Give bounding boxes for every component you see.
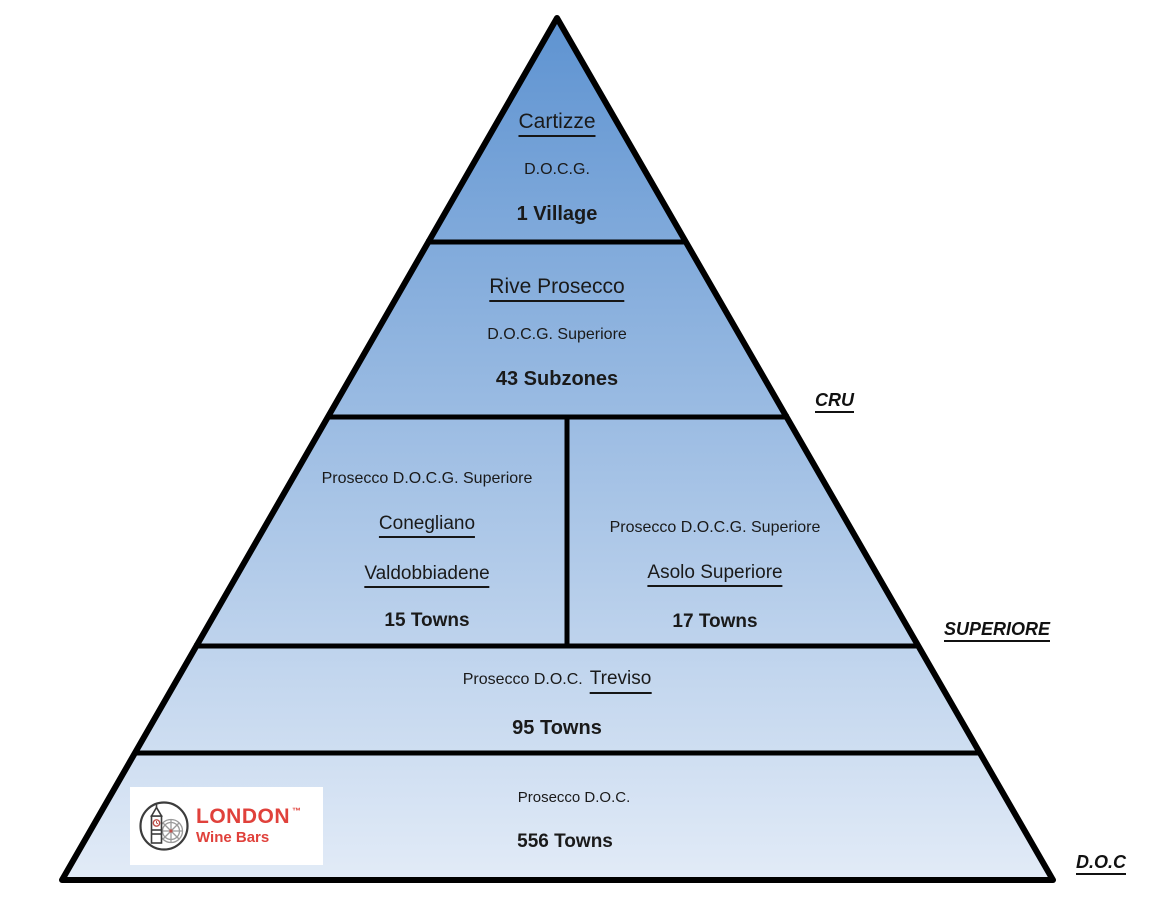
london-landmarks-icon bbox=[139, 801, 189, 851]
asolo-designation: Prosecco D.O.C.G. Superiore bbox=[609, 519, 821, 536]
logo-brand: LONDON bbox=[196, 805, 290, 829]
treviso-designation-row: Prosecco D.O.C. Treviso bbox=[463, 668, 652, 694]
rive-prosecco-designation: D.O.C.G. Superiore bbox=[487, 326, 627, 343]
asolo-name: Asolo Superiore bbox=[647, 562, 783, 587]
rive-prosecco-count: 43 Subzones bbox=[495, 368, 619, 390]
cartizze-name: Cartizze bbox=[518, 110, 596, 137]
treviso-count: 95 Towns bbox=[512, 717, 602, 739]
conegliano-designation: Prosecco D.O.C.G. Superiore bbox=[321, 470, 533, 487]
cartizze-designation: D.O.C.G. bbox=[524, 161, 590, 178]
asolo-count: 17 Towns bbox=[672, 611, 758, 632]
pyramid-outline bbox=[59, 15, 1056, 883]
rive-prosecco-name: Rive Prosecco bbox=[489, 275, 625, 302]
logo-subtitle: Wine Bars bbox=[196, 829, 270, 847]
valdobbiadene-name: Valdobbiadene bbox=[364, 563, 490, 588]
conegliano-count: 15 Towns bbox=[384, 610, 470, 631]
treviso-designation-prefix: Prosecco D.O.C. bbox=[462, 671, 583, 688]
side-label-cru: CRU bbox=[815, 390, 854, 413]
doc-designation: Prosecco D.O.C. bbox=[517, 789, 631, 806]
logo-london-wine-bars: LONDON ™ Wine Bars bbox=[130, 787, 323, 865]
logo-text: LONDON ™ Wine Bars bbox=[196, 806, 301, 846]
cartizze-count: 1 Village bbox=[516, 203, 598, 225]
side-label-superiore: SUPERIORE bbox=[944, 619, 1051, 642]
doc-count: 556 Towns bbox=[517, 831, 613, 852]
treviso-name: Treviso bbox=[589, 668, 652, 694]
logo-brand-row: LONDON ™ bbox=[196, 806, 301, 828]
trademark-symbol: ™ bbox=[292, 806, 301, 817]
side-label-doc: D.O.C bbox=[1076, 852, 1127, 875]
conegliano-name: Conegliano bbox=[378, 513, 476, 538]
